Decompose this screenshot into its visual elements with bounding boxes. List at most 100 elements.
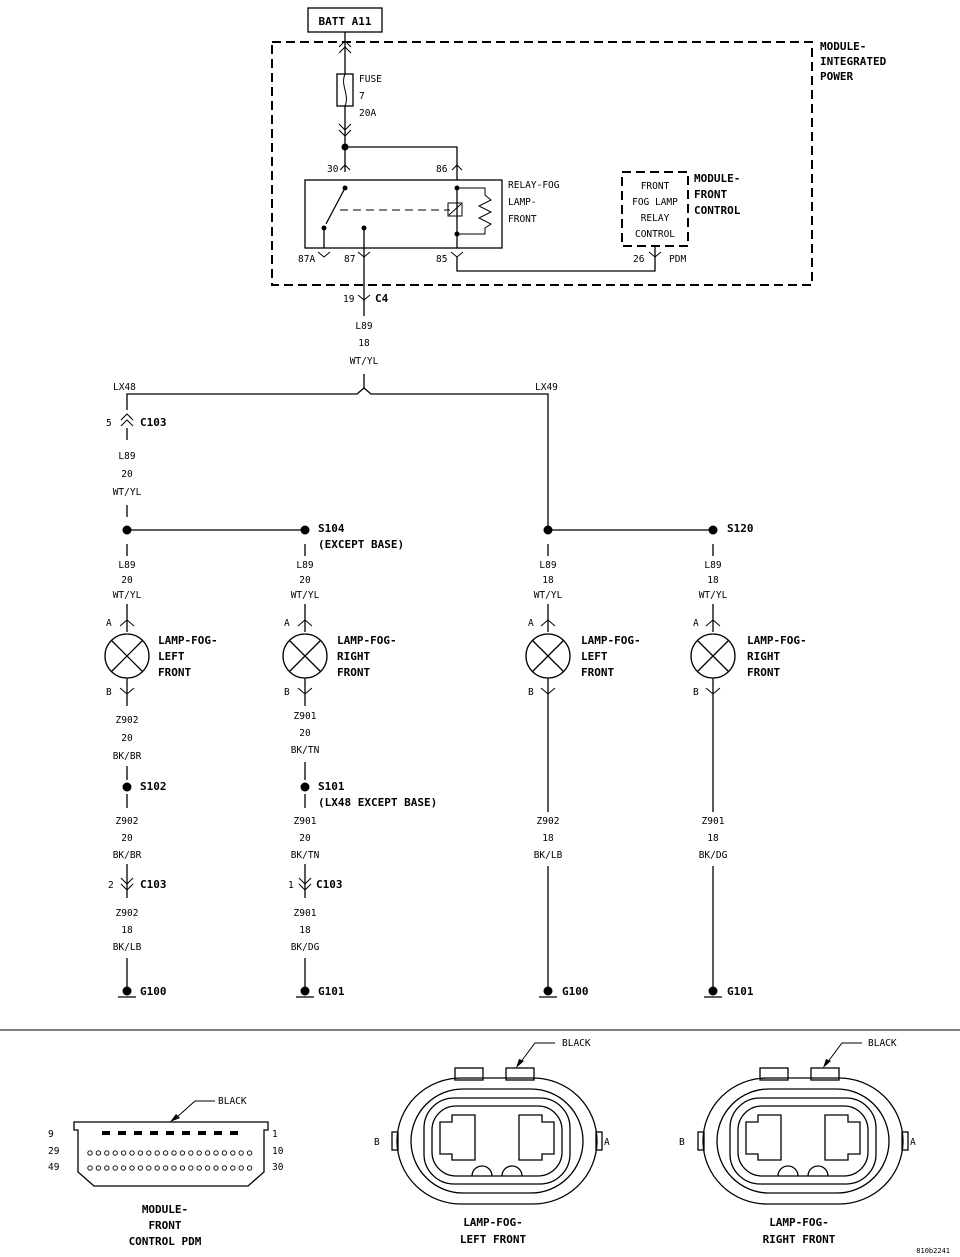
pdm-pin-cavity bbox=[154, 1150, 160, 1156]
pdm-pin-cavity bbox=[213, 1165, 219, 1171]
lx49-z902-2: 18 bbox=[542, 833, 554, 844]
pdm-title-3: POWER bbox=[820, 70, 853, 83]
pin-chevron bbox=[119, 619, 135, 627]
pdm-conn-pin-30: 30 bbox=[272, 1162, 284, 1173]
feed-wire-3: WT/YL bbox=[350, 356, 379, 367]
lx48-right-wire-2: 20 bbox=[299, 575, 311, 586]
lx49-left-wire-3: WT/YL bbox=[534, 590, 563, 601]
pdm-conn-caption-3: CONTROL PDM bbox=[129, 1235, 202, 1248]
relay-86-feed bbox=[345, 146, 458, 180]
lx49-lamp-left-3: FRONT bbox=[581, 666, 614, 679]
fcm-title-3: CONTROL bbox=[694, 204, 741, 217]
pdm-conn-pin-49: 49 bbox=[48, 1162, 60, 1173]
ground-icon bbox=[300, 986, 310, 996]
variant-split bbox=[126, 387, 549, 401]
pdm-connector-view: BLACK 9 1 29 10 49 30 bbox=[48, 1096, 284, 1187]
z902-b-3: BK/BR bbox=[113, 850, 142, 861]
pdm-pin-cavity bbox=[246, 1165, 253, 1171]
pdm-pin-cavity bbox=[137, 1150, 144, 1156]
pdm-pin-cavity bbox=[146, 1150, 152, 1156]
z902-c-3: BK/LB bbox=[113, 942, 142, 953]
z902-c-2: 18 bbox=[121, 925, 133, 936]
s101-note: (LX48 EXCEPT BASE) bbox=[318, 796, 437, 809]
lx48-lamp-left-3: FRONT bbox=[158, 666, 191, 679]
variant-right: LX49 bbox=[535, 382, 558, 393]
relay-resistor bbox=[457, 187, 493, 235]
pdm-pin-cavity bbox=[120, 1165, 127, 1171]
lx49-z902-3: BK/LB bbox=[534, 850, 563, 861]
lx49-z902-1: Z902 bbox=[537, 816, 560, 827]
lx48-right-wire-3: WT/YL bbox=[291, 590, 320, 601]
pdm-conn-pin-10: 10 bbox=[272, 1146, 284, 1157]
lx49-right-pin-b: B bbox=[693, 687, 699, 698]
pdm-conn-caption-2: FRONT bbox=[148, 1219, 181, 1232]
pdm-pin-cavity bbox=[120, 1150, 127, 1156]
lx48-c103: C103 bbox=[140, 416, 167, 429]
s101-label: S101 bbox=[318, 780, 345, 793]
c103-pin-2: 2 bbox=[108, 880, 114, 891]
pdm-pin-cavity bbox=[166, 1131, 174, 1135]
pdm-pin-cavity bbox=[112, 1150, 118, 1156]
feed-connector: C4 bbox=[375, 292, 389, 305]
fcm-box-1: FRONT bbox=[641, 181, 670, 192]
fuse-label-3: 20A bbox=[359, 108, 376, 119]
lx48-right-wire-1: L89 bbox=[296, 560, 313, 571]
lx48-lamp-right-2: RIGHT bbox=[337, 650, 370, 663]
connector-chevron bbox=[338, 123, 352, 137]
z901-a-2: 20 bbox=[299, 728, 311, 739]
fcm-box-2: FOG LAMP bbox=[632, 197, 678, 208]
pdm-title-1: MODULE- bbox=[820, 40, 866, 53]
lx49-right-pin-a: A bbox=[693, 618, 699, 629]
lx49-g100-label: G100 bbox=[562, 985, 589, 998]
lx48-lamp-left-1: LAMP-FOG- bbox=[158, 634, 218, 647]
relay-pin-85: 85 bbox=[436, 254, 447, 265]
z901-c-1: Z901 bbox=[294, 908, 317, 919]
connector-chevron bbox=[298, 877, 312, 891]
pdm-conn-pin-1: 1 bbox=[272, 1129, 278, 1140]
lx49-left-pin-a: A bbox=[528, 618, 534, 629]
z901-c-3: BK/DG bbox=[291, 942, 320, 953]
pdm-pin-cavity bbox=[150, 1131, 158, 1135]
z901-b-1: Z901 bbox=[294, 816, 317, 827]
z902-b-2: 20 bbox=[121, 833, 133, 844]
pdm-pin-cavity bbox=[95, 1150, 102, 1156]
lx49-left-pin-b: B bbox=[528, 687, 534, 698]
lx48-left-wire-2: 20 bbox=[121, 575, 133, 586]
s101-splice bbox=[300, 782, 310, 792]
lx48-left-wire-3: WT/YL bbox=[113, 590, 142, 601]
s102-splice bbox=[122, 782, 132, 792]
fcm-box-3: RELAY bbox=[641, 213, 670, 224]
feed-wire-1: L89 bbox=[355, 321, 372, 332]
lamp-right-connector-view: BLACK B A bbox=[679, 1038, 916, 1205]
lamp-cross bbox=[696, 639, 730, 673]
z901-a-3: BK/TN bbox=[291, 745, 320, 756]
lamp-right-conn-caption-1: LAMP-FOG- bbox=[769, 1216, 829, 1229]
pdm-conn-caption-1: MODULE- bbox=[142, 1203, 188, 1216]
pdm-pin-cavity bbox=[87, 1150, 93, 1156]
lx49-lamp-left-1: LAMP-FOG- bbox=[581, 634, 641, 647]
lx49-left-wire-1: L89 bbox=[539, 560, 556, 571]
fcm-box-4: CONTROL bbox=[635, 229, 675, 240]
relay-label-1: RELAY-FOG bbox=[508, 180, 560, 191]
lx48-c103-pin: 5 bbox=[106, 418, 112, 429]
relay-box bbox=[304, 179, 503, 249]
pdm-module-outline bbox=[271, 41, 813, 286]
pin-chevron bbox=[357, 251, 371, 258]
lamp-cross bbox=[288, 639, 322, 673]
pdm-pin-cavity bbox=[129, 1150, 135, 1156]
c103-2-label: C103 bbox=[140, 878, 167, 891]
lx49-z901-2: 18 bbox=[707, 833, 719, 844]
lx48-lamp-left-2: LEFT bbox=[158, 650, 185, 663]
lamp-right-conn-color: BLACK bbox=[868, 1038, 897, 1049]
pdm-pin-cavity bbox=[188, 1165, 194, 1171]
g101-label: G101 bbox=[318, 985, 345, 998]
lx48-top-wire-3: WT/YL bbox=[113, 487, 142, 498]
pdm-pin-cavity bbox=[230, 1150, 236, 1156]
lx48-lamp-right-1: LAMP-FOG- bbox=[337, 634, 397, 647]
pdm-conn-pin-9: 9 bbox=[48, 1129, 54, 1140]
pdm-pin-cavity bbox=[104, 1165, 110, 1171]
pdm-pin-cavity bbox=[118, 1131, 126, 1135]
lx48-top-wire-2: 20 bbox=[121, 469, 133, 480]
pdm-pin-cavity bbox=[154, 1165, 160, 1171]
pdm-pin-cavity bbox=[146, 1165, 152, 1171]
